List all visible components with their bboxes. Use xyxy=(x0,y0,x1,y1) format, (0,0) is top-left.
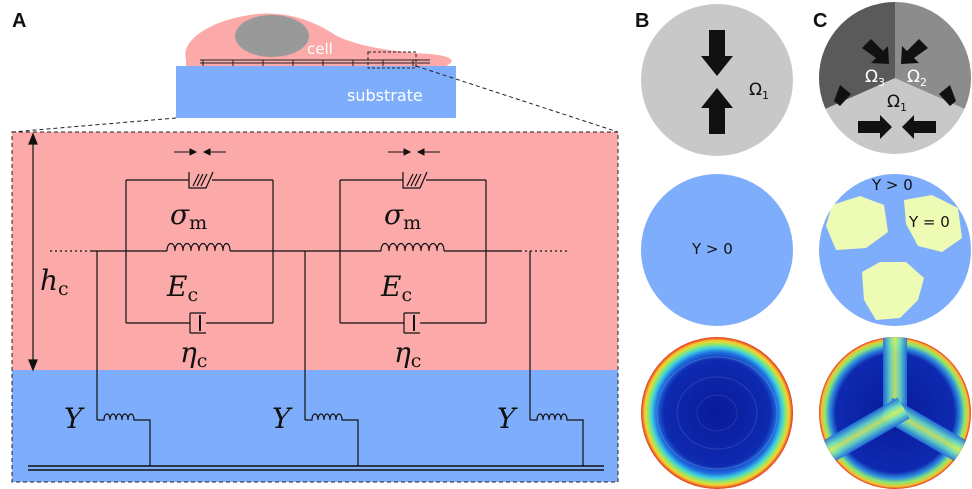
adhesion-sites xyxy=(200,59,430,66)
viscous-label-2: ηc xyxy=(394,336,421,372)
cell-label: cell xyxy=(307,40,333,58)
contraction-arrows-2 xyxy=(388,148,440,156)
spring-label-1: Y xyxy=(64,402,85,435)
model-frame xyxy=(11,131,619,483)
zoom-box xyxy=(367,51,417,69)
height-arrow xyxy=(28,132,38,372)
heatmap-b xyxy=(641,337,793,489)
omega-label-c1: Ω1 xyxy=(887,92,907,114)
height-label: hc xyxy=(40,264,69,300)
circle-b-top xyxy=(641,4,793,156)
arrows-b xyxy=(701,30,733,134)
contraction-arrows-1 xyxy=(174,148,226,156)
substrate-label: substrate xyxy=(347,86,423,105)
spring-label-2: Y xyxy=(272,402,293,435)
arrows-c xyxy=(834,39,956,139)
substrate-springs xyxy=(28,251,604,471)
condition-c-pos: Y > 0 xyxy=(871,176,913,194)
nucleus xyxy=(235,15,309,57)
panel-label-a: A xyxy=(12,10,26,32)
omega-label-c3: Ω3 xyxy=(865,67,885,89)
sigma-label-2: σm xyxy=(384,198,421,234)
mesh-b xyxy=(656,356,778,470)
panel-label-b: B xyxy=(635,10,649,32)
zoom-line-left xyxy=(11,117,177,133)
heatmap-c-arms xyxy=(821,337,969,463)
substrate-layer xyxy=(12,370,618,482)
condition-c-zero: Y = 0 xyxy=(908,213,950,231)
spring-label-3: Y xyxy=(497,402,518,435)
circle-c-mid xyxy=(819,174,971,326)
omega-label-b: Ω1 xyxy=(749,80,769,102)
zoom-line-right xyxy=(415,65,619,133)
circle-b-mid xyxy=(641,174,793,326)
sigma-label-1: σm xyxy=(170,198,207,234)
condition-b: Y > 0 xyxy=(691,240,733,258)
viscous-label-1: ηc xyxy=(180,336,207,372)
kelvin-voigt-unit-1 xyxy=(50,171,340,334)
kelvin-voigt-unit-2 xyxy=(339,171,570,334)
elastic-label-2: Ec xyxy=(380,270,412,306)
substrate-block xyxy=(176,66,456,118)
panel-label-c: C xyxy=(813,10,827,32)
elastic-label-1: Ec xyxy=(166,270,198,306)
omega-label-c2: Ω2 xyxy=(907,67,927,89)
